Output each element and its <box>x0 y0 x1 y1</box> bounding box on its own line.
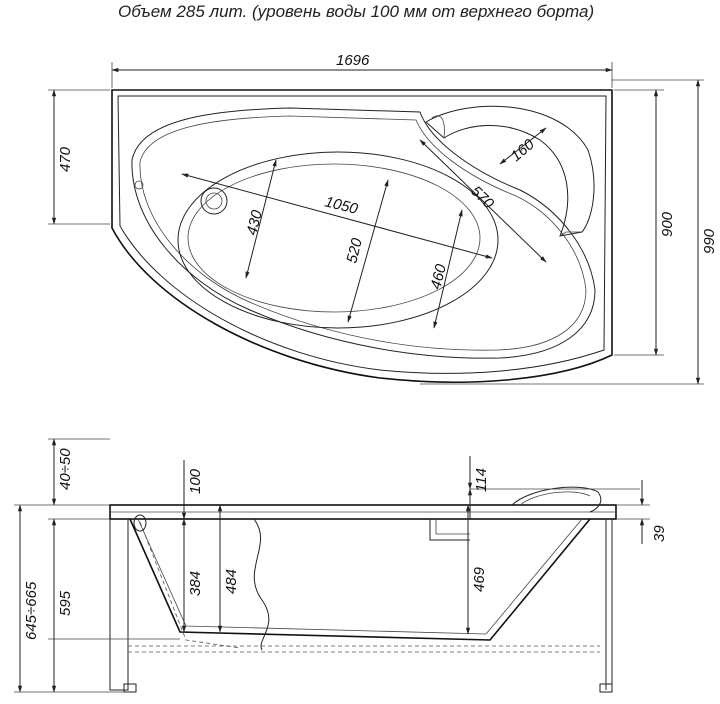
dim-990: 990 <box>701 228 718 254</box>
basin-outline <box>177 151 499 329</box>
dim-484: 484 <box>223 569 240 594</box>
dim-460: 460 <box>427 262 450 291</box>
drain-pipe-icon <box>133 514 147 532</box>
top-view: 1696 470 900 990 1050 430 520 460 570 <box>48 52 718 385</box>
dim-160: 160 <box>508 136 539 166</box>
left-foot-icon <box>123 683 137 693</box>
drain-icon <box>200 187 228 215</box>
tub-rim-line <box>117 95 607 374</box>
side-view: 40÷50 645÷665 595 100 384 484 469 114 39 <box>14 438 668 693</box>
dim-384: 384 <box>187 571 204 596</box>
dim-470: 470 <box>57 146 74 172</box>
dim-114: 114 <box>473 468 490 492</box>
tub-bowl-outline <box>131 107 596 359</box>
dim-570: 570 <box>467 183 497 213</box>
overflow-icon <box>134 180 144 190</box>
apron-panel <box>109 519 129 691</box>
dim-100: 100 <box>187 468 204 494</box>
seat-shelf <box>429 519 470 541</box>
tub-body-outline <box>129 518 591 641</box>
dim-1050: 1050 <box>323 193 360 218</box>
tub-bowl-inner-outline <box>139 115 587 351</box>
dim-645-665: 645÷665 <box>23 581 40 640</box>
dim-469: 469 <box>471 566 488 592</box>
dim-39: 39 <box>651 525 668 542</box>
right-foot-icon <box>599 683 613 693</box>
seat-outline <box>425 105 595 237</box>
dim-520: 520 <box>343 236 366 265</box>
volume-caption: Объем 285 лит. (уровень воды 100 мм от в… <box>118 2 594 21</box>
dim-1696: 1696 <box>336 52 370 69</box>
dim-430: 430 <box>243 208 266 237</box>
section-break-line <box>253 518 270 651</box>
dim-595: 595 <box>57 590 74 616</box>
tub-outer-outline <box>111 89 613 383</box>
dim-900: 900 <box>659 211 676 237</box>
dim-40-50: 40÷50 <box>57 448 74 490</box>
headrest-outline <box>511 486 602 513</box>
